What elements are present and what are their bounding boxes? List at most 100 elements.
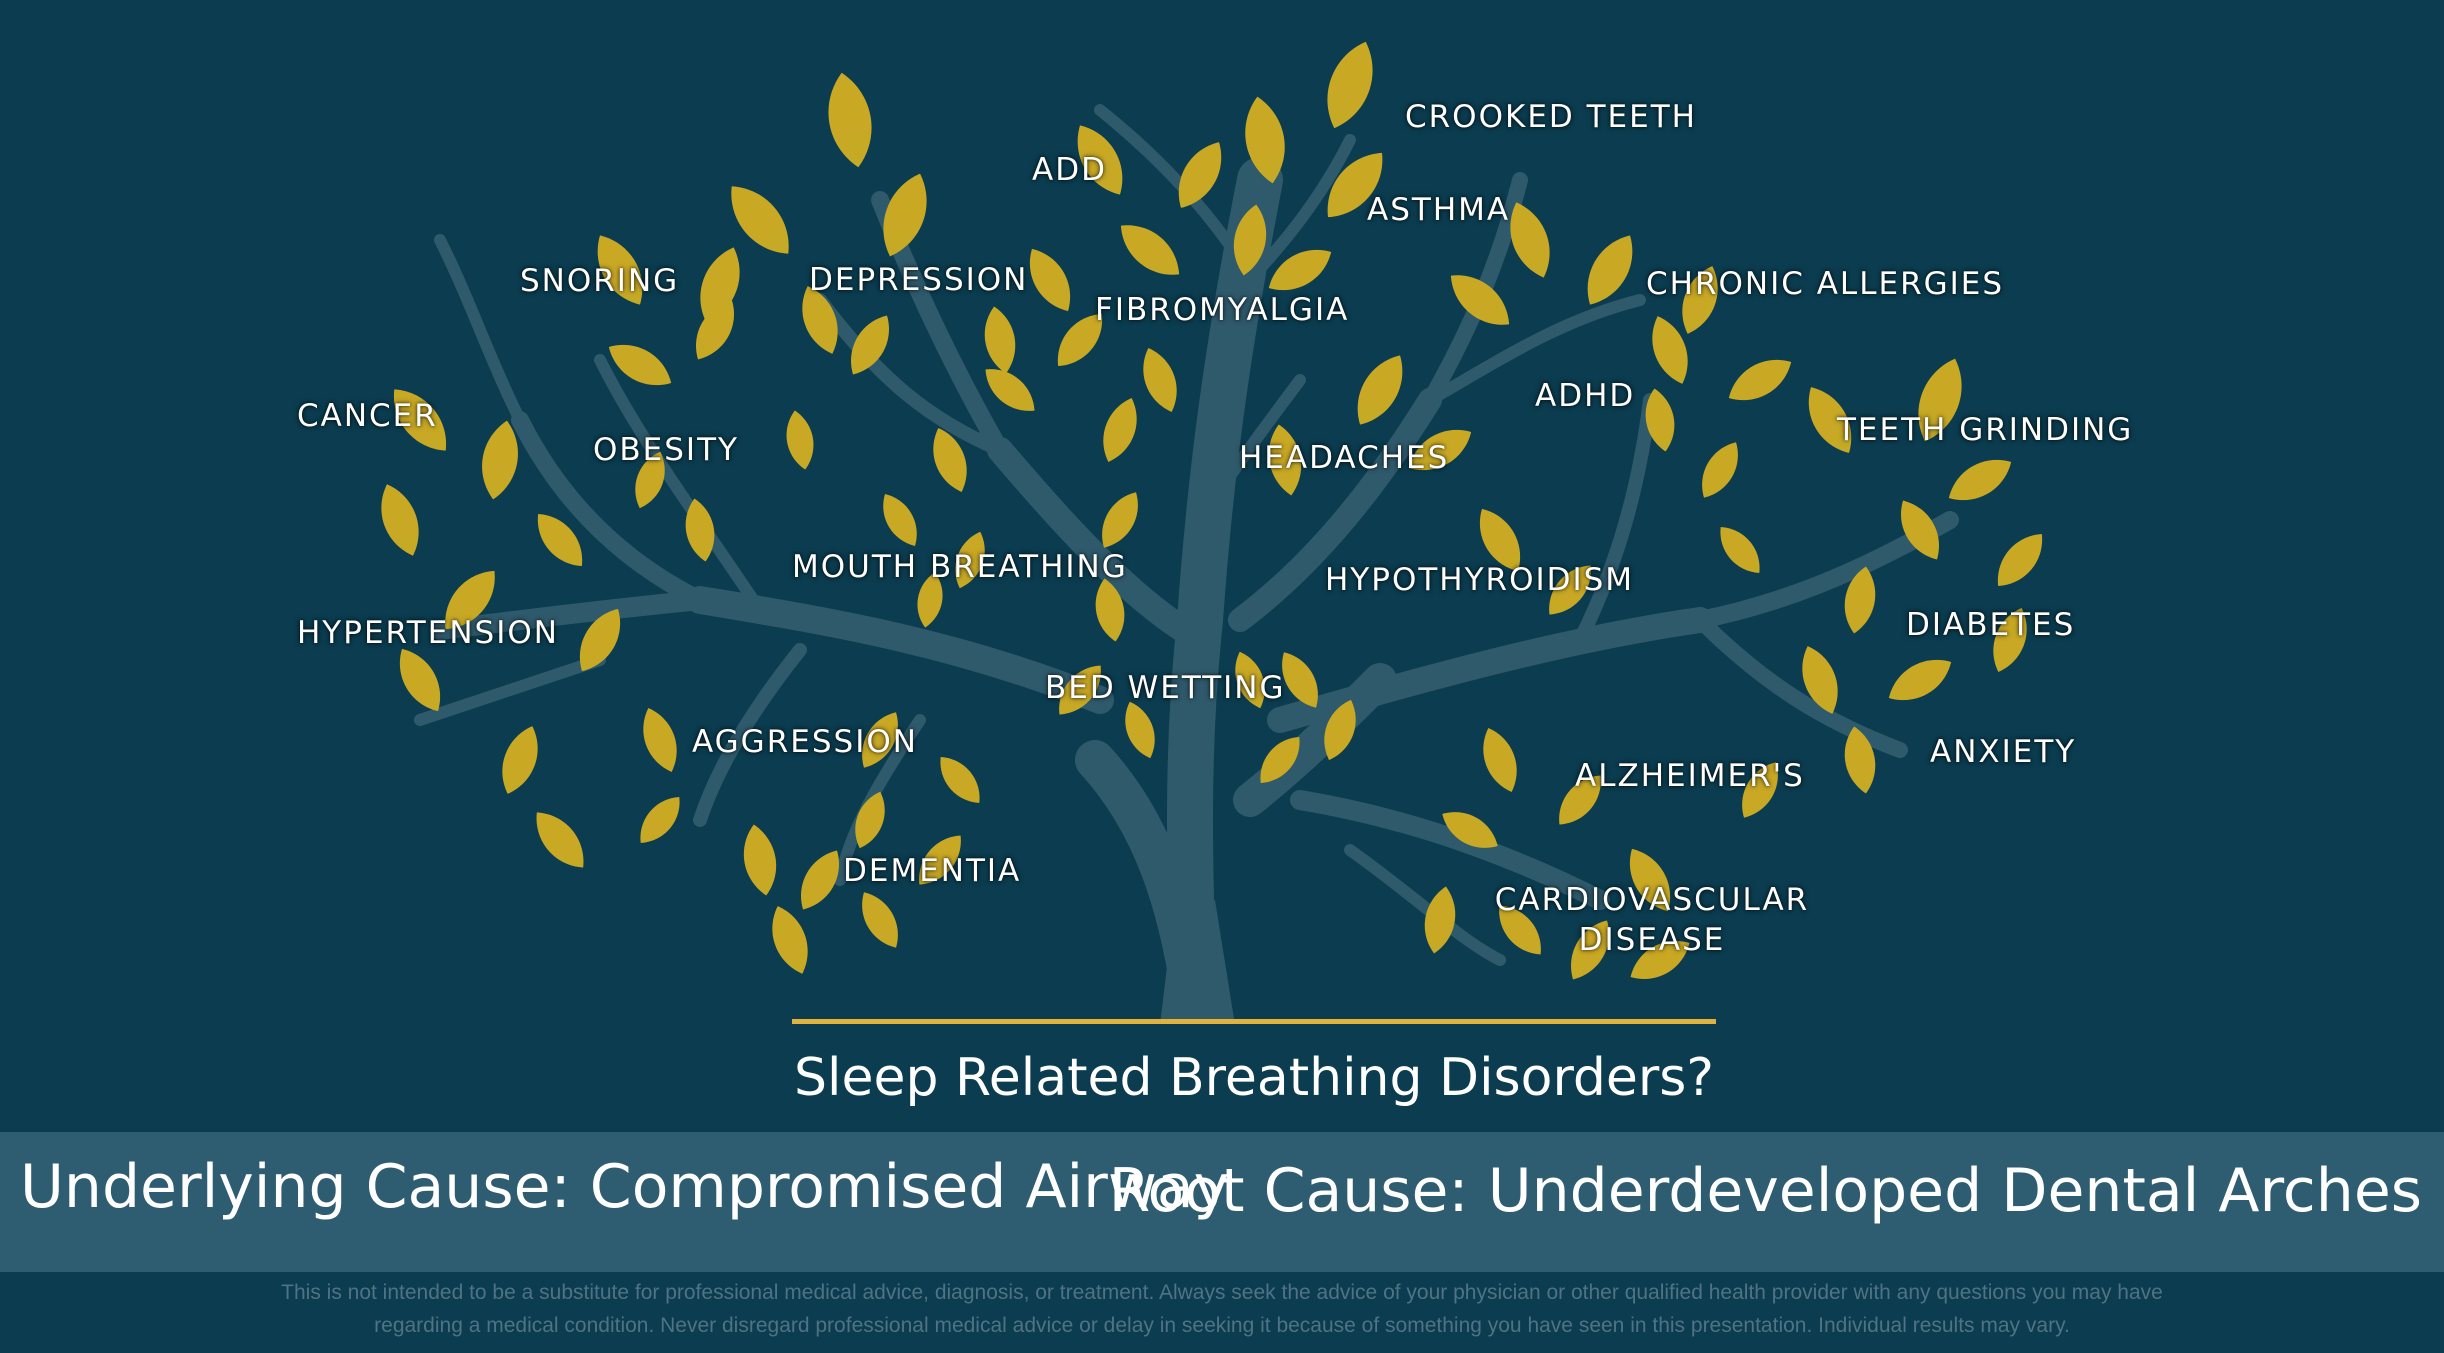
question-title: Sleep Related Breathing Disorders?: [794, 1048, 1714, 1108]
tree-leaf: [1057, 313, 1103, 367]
label-diabetes: DIABETES: [1906, 607, 2076, 643]
tree-leaf: [1645, 388, 1675, 452]
tree-leaf: [1483, 728, 1517, 792]
tree-leaf: [1682, 266, 1718, 334]
label-adhd: ADHD: [1535, 378, 1636, 414]
tree-leaf: [685, 498, 715, 562]
label-dementia: DEMENTIA: [843, 853, 1022, 889]
tree-leaf: [1802, 646, 1838, 714]
tree-leaf: [855, 791, 885, 849]
tree-leaf: [696, 300, 734, 360]
label-mouth-breathing: MOUTH BREATHING: [792, 549, 1128, 585]
tree-leaf: [445, 570, 495, 630]
tree-branch: [813, 293, 1007, 457]
tree-leaf: [1629, 848, 1671, 912]
label-obesity: OBESITY: [593, 432, 739, 468]
label-anxiety: ANXIETY: [1930, 734, 2077, 770]
label-add: ADD: [1032, 152, 1107, 188]
tree-leaf: [1143, 348, 1177, 412]
tree-leaf: [955, 531, 985, 589]
label-cardiovascular-line1: CARDIOVASCULAR: [1494, 882, 1810, 918]
question-banner: Sleep Related Breathing Disorders?: [792, 1019, 1716, 1137]
tree-leaf: [743, 824, 777, 896]
cause-band: Underlying Cause: Compromised Airway Roo…: [0, 1132, 2444, 1272]
label-headaches: HEADACHES: [1239, 440, 1450, 476]
label-aggression: AGGRESSION: [692, 724, 918, 760]
tree-leaf: [1408, 429, 1472, 471]
tree-leaf: [802, 286, 838, 354]
tree-trunk-base: [1160, 900, 1235, 1025]
label-fibromyalgia: FIBROMYALGIA: [1095, 292, 1350, 328]
tree-leaf: [1103, 398, 1137, 462]
tree-leaf: [1235, 651, 1265, 709]
disclaimer: This is not intended to be a substitute …: [0, 1276, 2444, 1342]
tree-leaf: [393, 389, 447, 451]
tree-leaf: [862, 712, 898, 768]
tree-leaf: [1571, 920, 1609, 980]
tree-leaf: [1997, 533, 2043, 587]
label-alzheimers: ALZHEIMER'S: [1575, 758, 1805, 794]
tree-branch: [1424, 294, 1646, 406]
label-cardiovascular-disease: CARDIOVASCULAR DISEASE: [1482, 880, 1822, 960]
tree-leaf: [1102, 492, 1138, 548]
tree-leaf: [1125, 701, 1155, 759]
tree-leaf: [643, 708, 677, 772]
tree-branch: [1228, 388, 1442, 632]
tree-branch: [434, 234, 526, 426]
tree-leaf: [635, 451, 665, 509]
tree-leaf: [1245, 96, 1285, 184]
tree-leaf: [1652, 316, 1688, 384]
tree-branch: [511, 411, 709, 609]
tree-branch: [987, 437, 1213, 653]
tree-branch: [414, 654, 606, 726]
tree-leaf: [1742, 762, 1778, 818]
tree-leaf: [985, 369, 1035, 411]
tree-branch: [693, 643, 807, 827]
label-hypothyroidism: HYPOTHYROIDISM: [1325, 562, 1635, 598]
tree-leaf: [1077, 125, 1123, 195]
tree-leaf: [1888, 659, 1952, 701]
tree-leaf: [1442, 812, 1498, 848]
tree-leaf: [772, 906, 808, 974]
label-crooked-teeth: CROOKED TEETH: [1405, 99, 1697, 135]
tree-leaf: [851, 315, 889, 375]
tree-leaf: [1993, 608, 2027, 672]
tree-leaf: [984, 306, 1016, 374]
tree-branch: [1167, 157, 1283, 1043]
tree-leaf: [786, 410, 814, 470]
tree-leaf: [1120, 225, 1180, 275]
tree-leaf: [608, 344, 672, 386]
tree-leaf: [919, 835, 961, 885]
tree-branch: [1194, 374, 1306, 526]
tree-leaf: [1327, 41, 1373, 129]
tree-branch: [1344, 844, 1506, 966]
tree-leaf: [1324, 699, 1356, 761]
label-teeth-grinding: TEETH GRINDING: [1837, 412, 2134, 448]
label-snoring: SNORING: [520, 263, 680, 299]
tree-leaf: [862, 892, 898, 948]
tree-leaf: [1178, 142, 1222, 208]
tree-leaf: [883, 494, 917, 546]
tree-leaf: [1549, 565, 1591, 615]
tree-leaf: [700, 247, 740, 323]
tree-leaf: [1095, 578, 1125, 642]
tree-leaf: [1268, 249, 1332, 291]
tree-leaf: [933, 428, 967, 492]
tree-leaf: [1479, 508, 1521, 572]
tree-leaves: [381, 41, 2043, 980]
tree-branch: [1573, 393, 1657, 647]
tree-leaf: [1702, 442, 1738, 498]
tree-leaf: [537, 513, 583, 567]
tree-leaf: [883, 173, 927, 257]
tree-leaf: [381, 484, 419, 556]
tree-leaf: [597, 235, 643, 305]
tree-leaf: [1260, 737, 1300, 783]
tree-leaf: [579, 608, 621, 672]
tree-branch: [1224, 134, 1356, 306]
label-chronic-allergies: CHRONIC ALLERGIES: [1646, 266, 2005, 302]
root-cause-text: Root Cause: Underdeveloped Dental Arches: [1108, 1156, 2422, 1226]
tree-leaf: [1918, 358, 1962, 442]
tree-leaf: [536, 812, 584, 868]
tree-leaf: [502, 726, 538, 794]
